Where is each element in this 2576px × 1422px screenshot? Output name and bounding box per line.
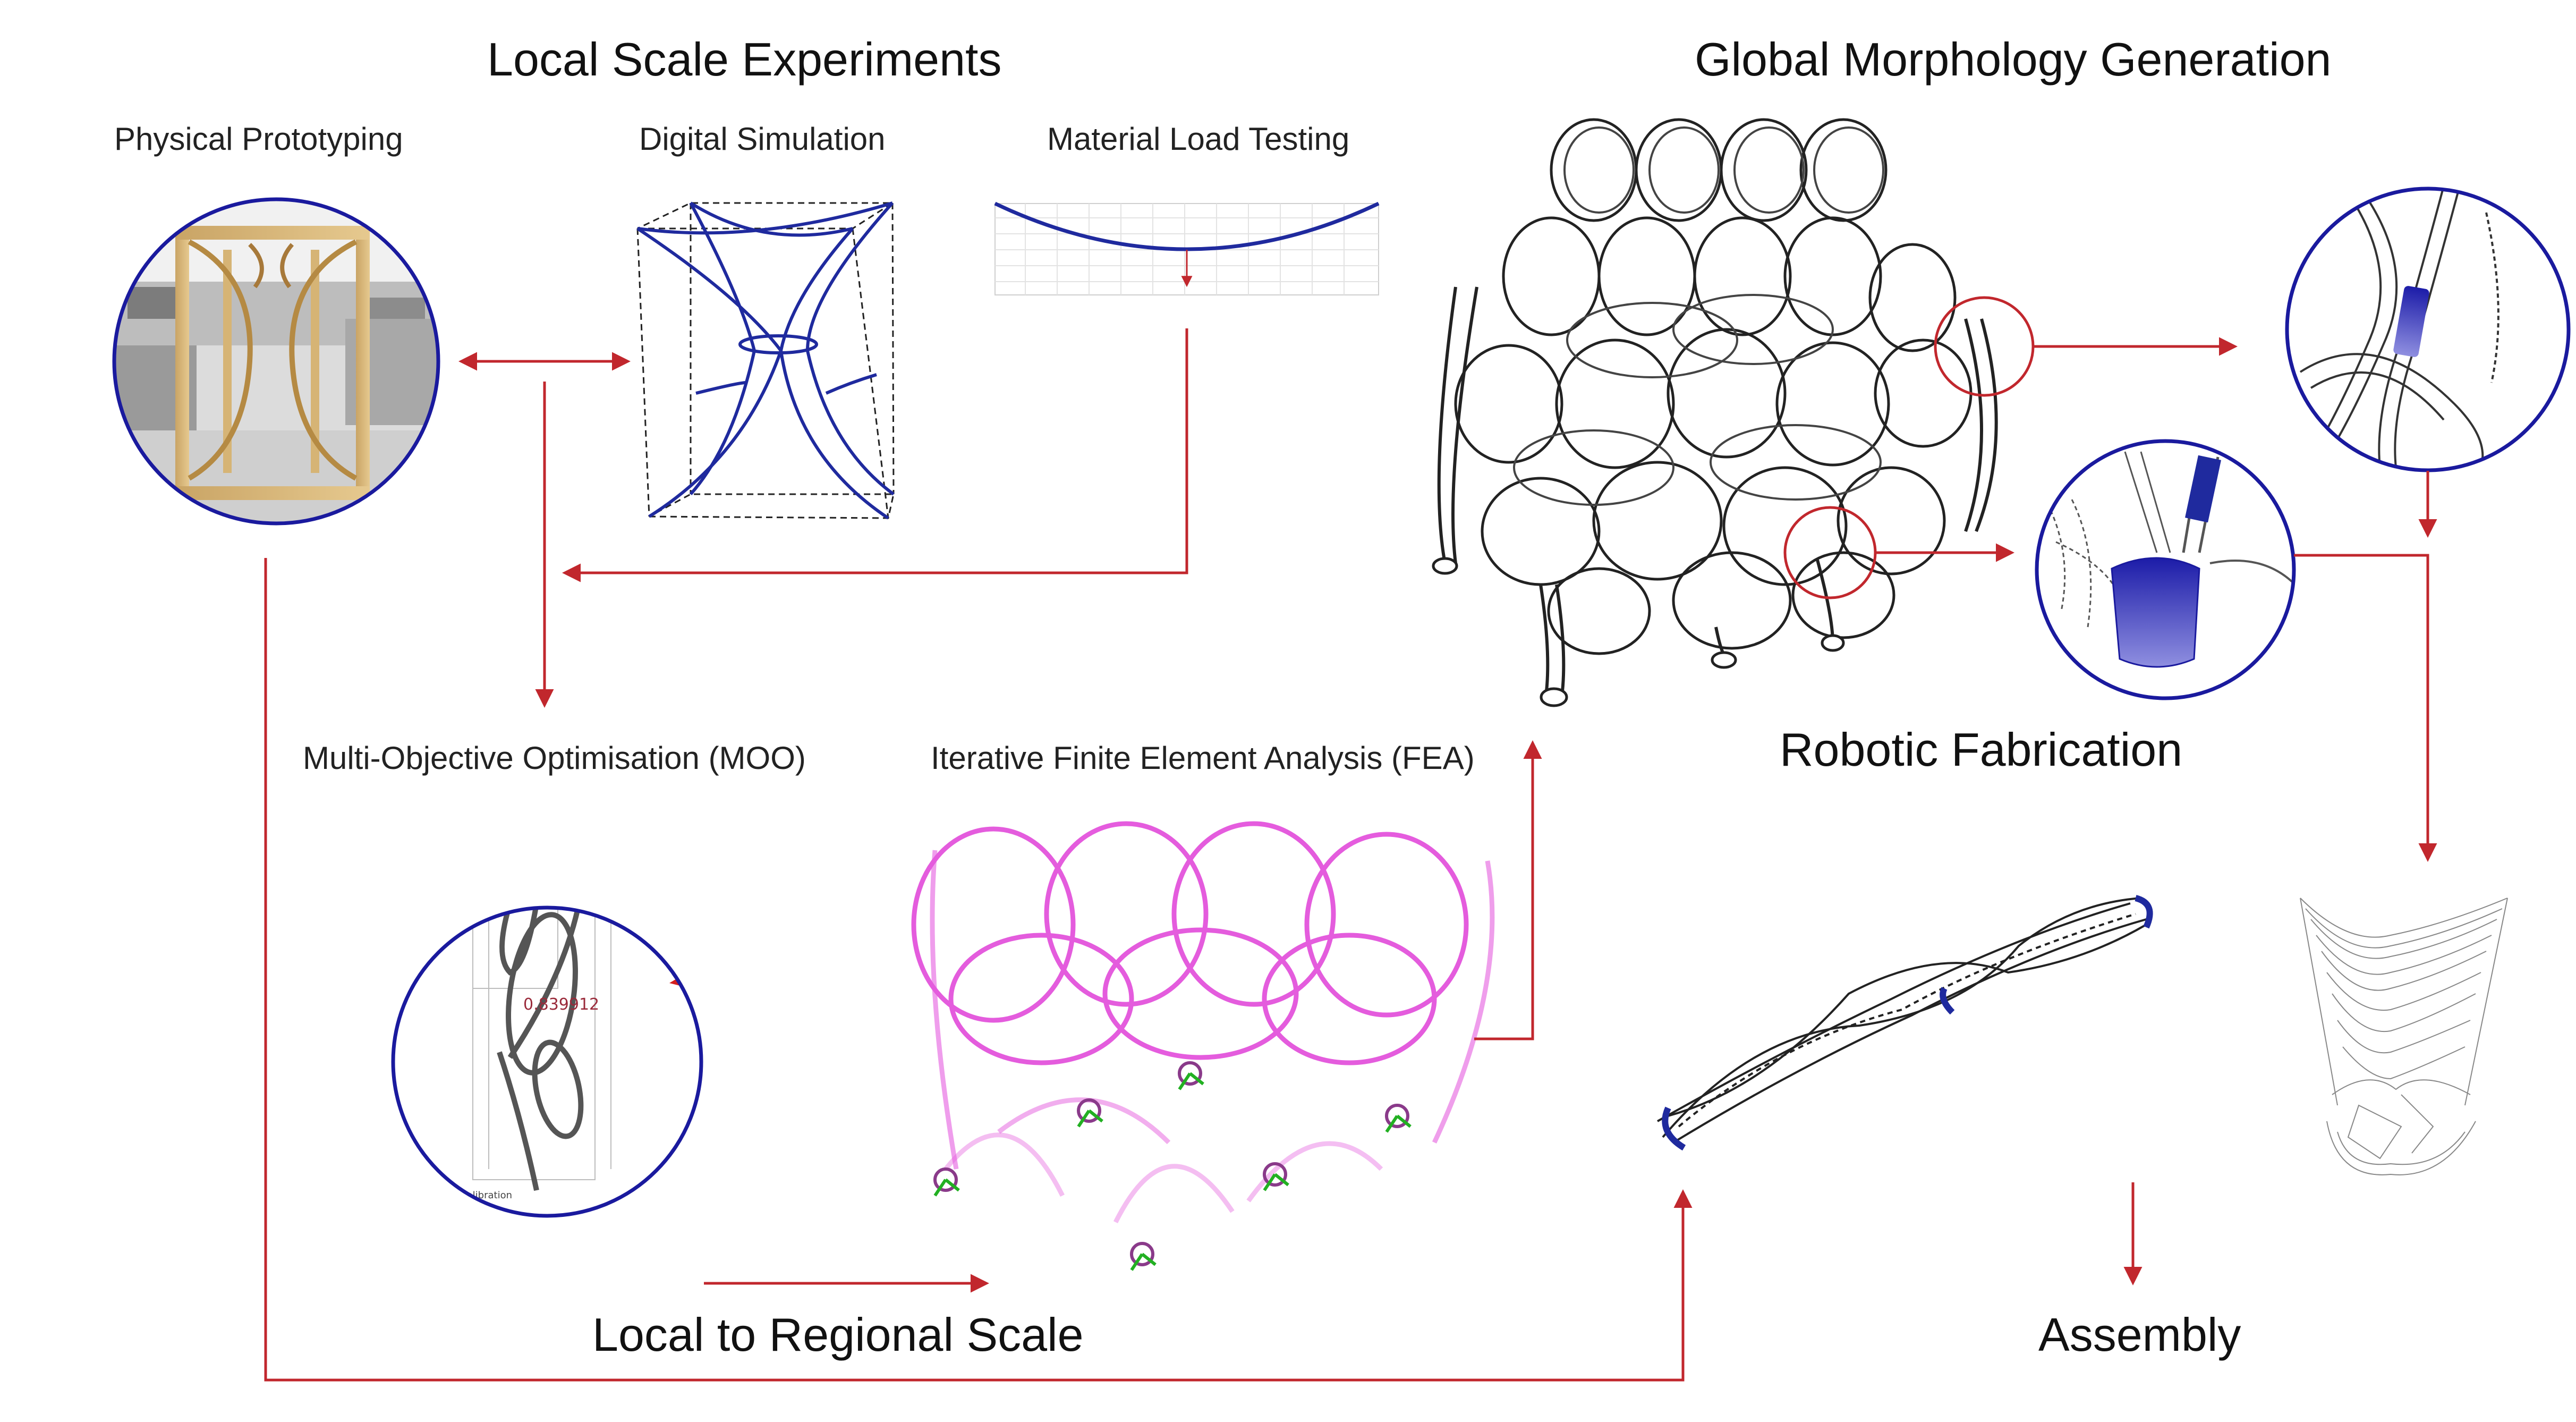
flow-arrows xyxy=(264,328,2437,1382)
global-morphology-lattice xyxy=(1432,118,1998,707)
label-iterative-fea: Iterative Finite Element Analysis (FEA) xyxy=(931,740,1475,776)
fea-lattice xyxy=(911,821,1495,1224)
heading-global-morphology-generation: Global Morphology Generation xyxy=(1695,33,2332,86)
arrow-prototype-to-fabrication xyxy=(264,558,1693,1382)
label-digital-simulation: Digital Simulation xyxy=(639,121,886,157)
zoom-detail-node-fabrication xyxy=(2035,439,2296,700)
detail-callout-circle-upper xyxy=(1934,296,2035,397)
zoom-detail-sleeve-joint xyxy=(2285,187,2571,472)
assembly-contour-form xyxy=(2300,898,2508,1175)
physical-prototype-photo xyxy=(112,197,440,526)
fea-supports xyxy=(933,1061,1412,1271)
heading-local-scale-experiments: Local Scale Experiments xyxy=(487,33,1002,86)
moo-optimisation-inset: 0.839912 Width Z Calibration xyxy=(391,905,703,1218)
arrow-load-test-feedback xyxy=(562,328,1188,582)
material-load-test-grid xyxy=(994,201,1380,295)
arrow-to-assembly-form xyxy=(2294,554,2437,862)
label-multi-objective-optimisation: Multi-Objective Optimisation (MOO) xyxy=(303,740,806,776)
detail-callout-circle-lower xyxy=(1783,506,1877,599)
robotic-fabrication-tube xyxy=(1657,895,2153,1151)
label-physical-prototyping: Physical Prototyping xyxy=(114,121,403,157)
label-material-load-testing: Material Load Testing xyxy=(1047,121,1350,157)
digital-simulation-cube xyxy=(636,201,896,520)
heading-assembly: Assembly xyxy=(2038,1308,2241,1361)
heading-local-to-regional-scale: Local to Regional Scale xyxy=(592,1308,1084,1361)
moo-value-text: 0.839912 xyxy=(523,995,599,1014)
heading-robotic-fabrication: Robotic Fabrication xyxy=(1780,723,2183,776)
arrow-fea-to-global xyxy=(1474,740,1542,1040)
